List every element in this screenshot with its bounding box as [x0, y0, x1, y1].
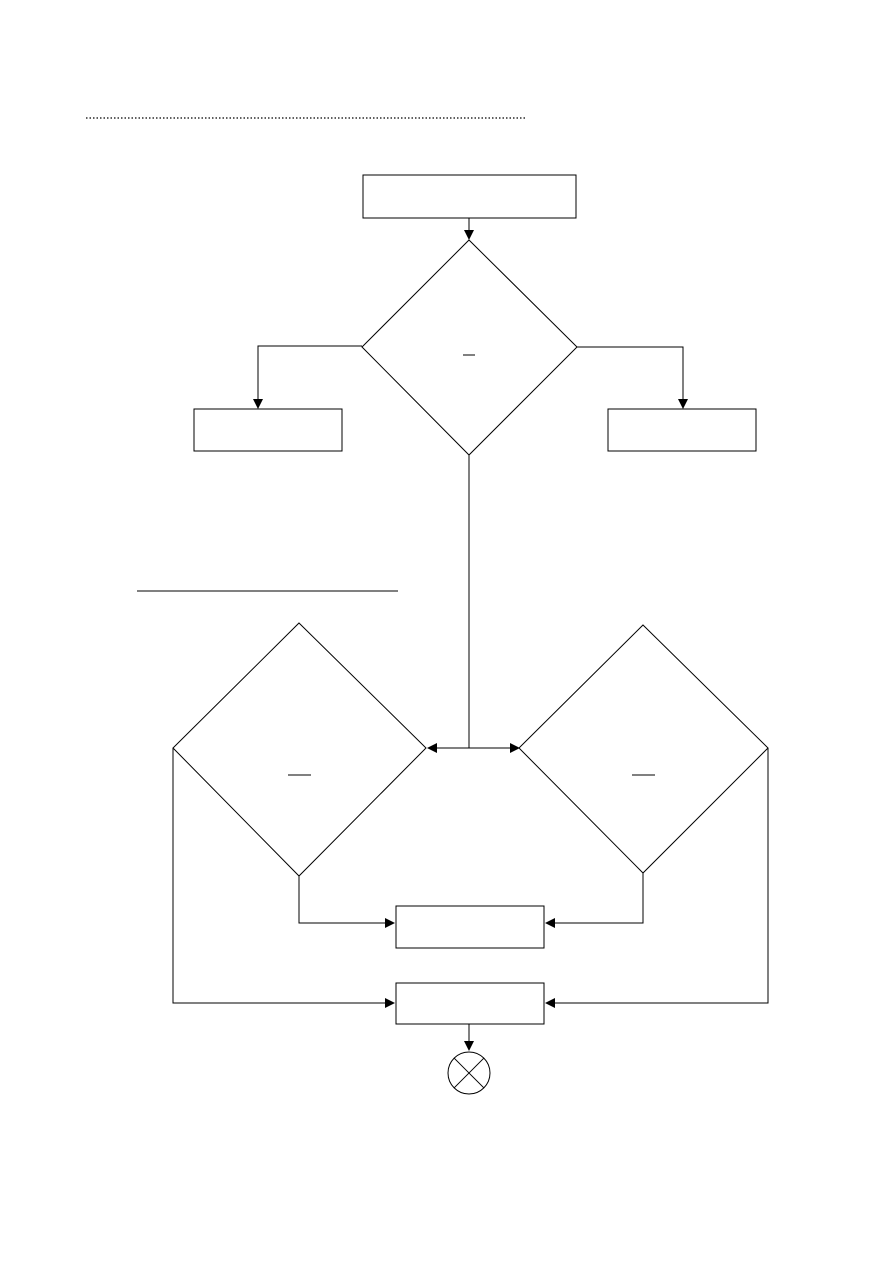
left-box [193, 408, 343, 452]
connector-decision-right-to-merge-upper [545, 873, 644, 928]
merge-box-upper [395, 905, 545, 949]
connector-decision-right-to-merge-lower [545, 748, 769, 1008]
decision-right [518, 624, 769, 874]
connector-decision-left-to-merge-lower [172, 748, 395, 1008]
connector-decision-to-right-box [577, 346, 688, 409]
right-box [607, 408, 757, 452]
merge-box-lower [395, 982, 545, 1025]
connector-decision-to-left-box [253, 345, 362, 409]
start-box [362, 174, 577, 219]
terminal-symbol [447, 1051, 491, 1095]
connector-decision-left-to-merge-upper [298, 876, 395, 928]
decision-top [361, 239, 578, 456]
decision-left [172, 622, 427, 877]
